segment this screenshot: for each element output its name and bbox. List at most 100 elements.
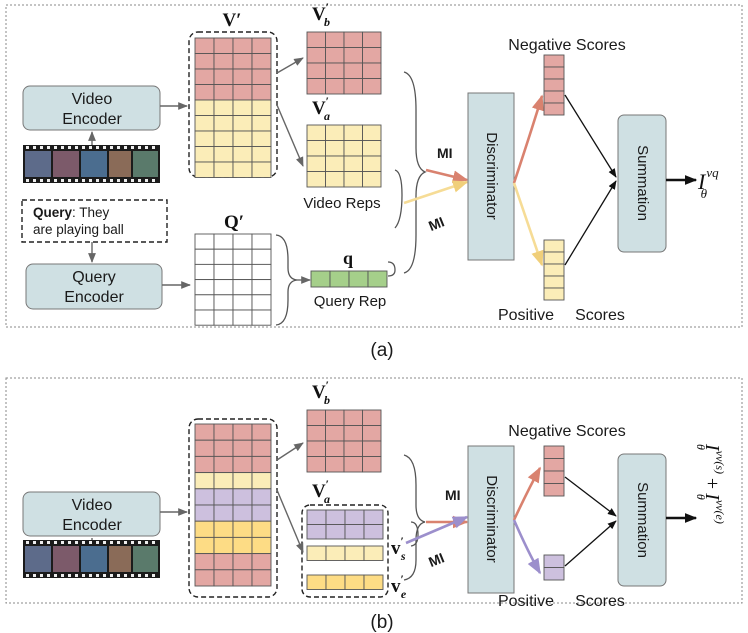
vb-cell <box>306 47 326 64</box>
scores-label-b: Scores <box>575 593 625 610</box>
v-prime-cell <box>194 161 215 178</box>
svg-text:Ivv(s)θ+Ivv(e)θ: Ivv(s)θ+Ivv(e)θ <box>694 443 727 524</box>
v-prime-cell <box>251 146 272 163</box>
q-prime-cell <box>251 309 272 326</box>
q-prime-cell <box>194 279 215 296</box>
q-prime-cell <box>213 248 234 265</box>
q-prime-cell <box>213 309 234 326</box>
output-loss-label-b: Ivv(s)θ+Ivv(e)θ <box>694 443 727 524</box>
v-prime-b-cell <box>232 423 253 441</box>
v-prime-cell <box>194 99 215 116</box>
va-b-cell <box>306 509 327 525</box>
v-prime-b-cell <box>232 569 253 587</box>
va-cell <box>362 155 382 172</box>
v-prime-cell <box>232 130 253 147</box>
vs-b-cell <box>363 545 384 561</box>
vb-matrix <box>306 31 382 95</box>
q-prime-cell <box>232 248 253 265</box>
v-prime-cell <box>194 84 215 101</box>
va-cell <box>325 171 345 188</box>
q-prime-cell <box>251 294 272 311</box>
ve-b-cell <box>344 574 365 590</box>
negative-score-b-cell <box>543 470 565 484</box>
v-prime-b-cell <box>213 455 234 474</box>
vb-cell <box>343 62 363 79</box>
query-text-box <box>21 199 168 243</box>
video-encoder-label-2: Encoder <box>62 111 122 128</box>
vb-cell <box>306 62 326 79</box>
v-prime-b-cell <box>213 488 234 506</box>
v-prime-b-cell <box>194 472 215 490</box>
va-cell <box>306 140 326 157</box>
vb-cell <box>325 62 345 79</box>
discriminator-label: Discriminator <box>483 132 500 220</box>
v-prime-label: V′ <box>222 10 241 31</box>
va-b-cell <box>344 509 365 525</box>
v-prime-b-cell <box>194 569 215 587</box>
v-prime-cell <box>213 84 234 101</box>
summation-label: Summation <box>634 145 651 221</box>
v-prime-matrix-b <box>194 423 272 587</box>
q-prime-cell <box>194 309 215 326</box>
v-prime-b-cell <box>232 520 253 538</box>
v-prime-cell <box>213 161 234 178</box>
positive-score-cell <box>543 275 565 289</box>
v-prime-cell <box>232 37 253 54</box>
negative-score-cell <box>543 90 565 104</box>
video-encoder-box <box>22 85 161 131</box>
v-prime-b-cell <box>194 488 215 506</box>
v-prime-b-cell <box>213 569 234 587</box>
query-encoder-box <box>25 263 163 310</box>
vb-b-cell <box>306 440 326 457</box>
negative-scores-vector <box>543 54 565 116</box>
v-prime-cell <box>232 161 253 178</box>
positive-score-b-cell <box>543 554 565 568</box>
q-prime-cell <box>194 233 215 250</box>
v-prime-cell <box>213 53 234 70</box>
video-encoder-label-1: Video <box>72 91 113 108</box>
ve-b-cell <box>306 574 327 590</box>
v-prime-b-cell <box>251 455 272 474</box>
negative-score-b-cell <box>543 458 565 472</box>
vb-cell <box>325 31 345 48</box>
v-prime-matrix <box>194 37 272 178</box>
v-prime-b-cell <box>251 488 272 506</box>
query-encoder-label-2: Encoder <box>64 289 124 306</box>
v-prime-cell <box>232 84 253 101</box>
v-prime-cell <box>232 115 253 132</box>
query-text-line-1: Query: They <box>33 205 110 220</box>
positive-score-cell <box>543 251 565 265</box>
v-prime-cell <box>251 84 272 101</box>
q-prime-cell <box>232 279 253 296</box>
query-encoder-label-1: Query <box>72 269 116 286</box>
va-cell <box>325 124 345 141</box>
v-prime-cell <box>232 68 253 85</box>
vb-cell <box>362 78 382 95</box>
summation-box-b <box>617 453 667 587</box>
q-cell <box>367 270 388 288</box>
vb-b-cell <box>343 409 363 426</box>
va-b-cell <box>363 524 384 540</box>
v-prime-b-cell <box>251 520 272 538</box>
positive-scores-vector-b <box>543 554 565 581</box>
va-b-cell <box>306 524 327 540</box>
v-prime-cell <box>251 130 272 147</box>
q-prime-cell <box>232 233 253 250</box>
vb-label-b: V′b <box>312 378 330 407</box>
q-prime-cell <box>213 294 234 311</box>
mi-label-bottom-b: MI <box>426 549 446 570</box>
negative-score-cell <box>543 102 565 116</box>
vb-b-cell <box>306 456 326 473</box>
mi-label-bottom: MI <box>426 213 446 234</box>
v-prime-b-cell <box>213 439 234 457</box>
panel-b-caption: (b) <box>370 612 393 633</box>
vb-b-cell <box>306 409 326 426</box>
q-prime-cell <box>232 309 253 326</box>
va-cell <box>306 124 326 141</box>
vb-b-cell <box>306 425 326 442</box>
v-prime-cell <box>194 68 215 85</box>
v-prime-b-cell <box>251 536 272 555</box>
vb-b-cell <box>325 409 345 426</box>
v-prime-dashed-box-b <box>188 418 278 598</box>
